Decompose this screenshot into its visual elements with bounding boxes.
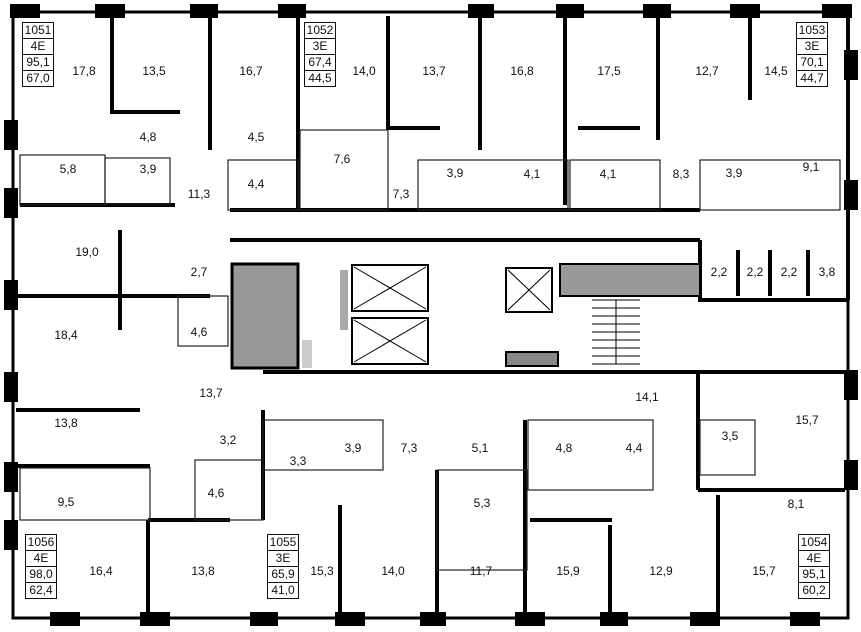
apartment-rooms: 4E [799,551,829,567]
room-area-label: 3,5 [721,429,739,443]
apartment-number: 1054 [799,535,829,551]
room-area-label: 11,3 [187,187,211,201]
apartment-card-1054: 1054 4E 95,1 60,2 [798,534,830,599]
room-area-label: 12,7 [695,64,719,78]
room-area-label: 13,7 [199,386,223,400]
apartment-total-area: 98,0 [26,567,56,583]
apartment-number: 1052 [305,23,335,39]
apartment-rooms: 3E [797,39,827,55]
apartment-living-area: 60,2 [802,583,826,597]
room-area-label: 13,8 [191,564,215,578]
room-area-label: 18,4 [54,328,78,342]
room-area-label: 16,4 [89,564,113,578]
room-area-label: 17,5 [597,64,621,78]
room-area-label: 3,8 [818,265,836,279]
apartment-rooms: 3E [268,551,298,567]
room-area-label: 14,1 [635,390,659,404]
room-area-label: 3,3 [289,454,307,468]
room-area-label: 5,1 [471,441,489,455]
room-area-label: 7,6 [333,152,351,166]
room-area-label: 17,8 [72,64,96,78]
room-area-label: 13,7 [422,64,446,78]
room-area-label: 4,8 [555,441,573,455]
room-area-label: 13,8 [54,416,78,430]
apartment-card-1056: 1056 4E 98,0 62,4 [25,534,57,599]
room-area-label: 7,3 [400,441,418,455]
room-area-label: 4,1 [523,167,541,181]
room-area-label: 14,5 [764,64,788,78]
apartment-total-area: 95,1 [23,55,53,71]
room-area-label: 7,3 [392,187,410,201]
outer-columns [4,4,858,626]
room-area-label: 3,9 [725,166,743,180]
room-area-label: 19,0 [75,245,99,259]
apartment-living-area: 44,5 [308,71,332,85]
apartment-rooms: 4E [26,551,56,567]
room-area-label: 3,9 [344,441,362,455]
apartment-total-area: 95,1 [799,567,829,583]
room-area-label: 2,2 [780,265,798,279]
apartment-living-area: 67,0 [26,71,50,85]
room-area-label: 16,7 [239,64,263,78]
room-area-label: 4,6 [207,486,225,500]
apartment-number: 1053 [797,23,827,39]
apartment-rooms: 3E [305,39,335,55]
room-area-label: 4,8 [139,130,157,144]
apartment-number: 1055 [268,535,298,551]
room-area-label: 4,6 [190,325,208,339]
room-area-label: 13,5 [142,64,166,78]
apartment-card-1051: 1051 4E 95,1 67,0 [22,22,54,87]
room-area-label: 15,7 [752,564,776,578]
room-area-label: 14,0 [352,64,376,78]
room-area-label: 5,8 [59,162,77,176]
partitions [19,129,841,571]
room-area-label: 12,9 [649,564,673,578]
room-area-label: 3,9 [139,162,157,176]
room-area-label: 8,1 [787,497,805,511]
apartment-total-area: 67,4 [305,55,335,71]
room-area-label: 3,2 [219,433,237,447]
apartment-total-area: 65,9 [268,567,298,583]
room-area-label: 2,2 [746,265,764,279]
outer-wall [11,10,850,620]
core [230,262,701,370]
apartment-card-1055: 1055 3E 65,9 41,0 [267,534,299,599]
room-area-label: 14,0 [381,564,405,578]
room-area-label: 3,9 [446,166,464,180]
room-area-label: 16,8 [510,64,534,78]
room-area-label: 9,1 [802,160,820,174]
apartment-number: 1051 [23,23,53,39]
room-area-label: 9,5 [57,495,75,509]
apartment-total-area: 70,1 [797,55,827,71]
room-area-label: 15,3 [310,564,334,578]
room-area-label: 2,7 [190,265,208,279]
apartment-card-1053: 1053 3E 70,1 44,7 [796,22,828,87]
room-area-label: 4,4 [247,177,265,191]
apartment-card-1052: 1052 3E 67,4 44,5 [304,22,336,87]
room-area-label: 2,2 [710,265,728,279]
apartment-living-area: 44,7 [800,71,824,85]
room-area-label: 4,5 [247,130,265,144]
room-area-label: 4,1 [599,167,617,181]
room-area-label: 15,7 [795,413,819,427]
room-area-label: 4,4 [625,441,643,455]
apartment-rooms: 4E [23,39,53,55]
apartment-living-area: 62,4 [29,583,53,597]
apartment-number: 1056 [26,535,56,551]
room-area-label: 15,9 [556,564,580,578]
room-area-label: 8,3 [672,167,690,181]
room-area-label: 11,7 [469,564,493,578]
room-area-label: 5,3 [473,496,491,510]
apartment-living-area: 41,0 [271,583,295,597]
